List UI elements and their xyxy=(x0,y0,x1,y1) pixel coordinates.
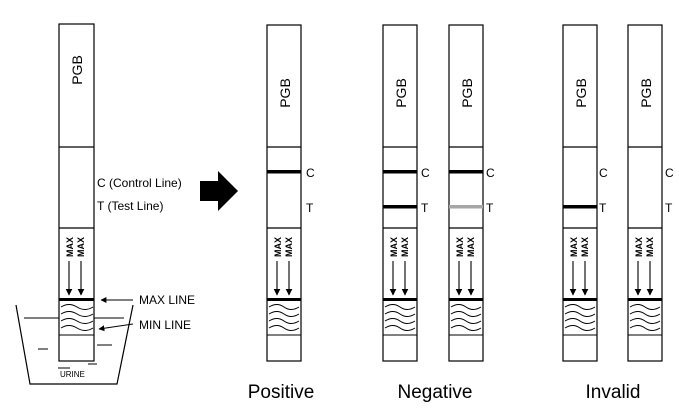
c-marker: C xyxy=(421,166,430,180)
max-line-label: MAX LINE xyxy=(139,293,195,307)
max-label-right: MAX xyxy=(76,237,86,257)
t-marker: T xyxy=(599,201,607,215)
caption-negative: Negative xyxy=(398,382,473,403)
strip-brand-label: PGB xyxy=(638,78,654,108)
urine-cup xyxy=(15,304,134,385)
t-marker: T xyxy=(306,201,314,215)
c-marker: C xyxy=(306,166,315,180)
test-line-mark xyxy=(563,205,597,209)
t-marker: T xyxy=(421,201,429,215)
max-label-right: MAX xyxy=(580,237,590,257)
max-label-left: MAX xyxy=(634,237,644,257)
control-line-mark xyxy=(267,170,301,174)
c-marker: C xyxy=(665,166,674,180)
max-label-left: MAX xyxy=(273,237,283,257)
max-line-bar xyxy=(59,298,94,301)
dipped-strip: PGB MAX MAX URINE xyxy=(58,23,95,379)
test-line-label: T (Test Line) xyxy=(97,199,163,213)
urine-label: URINE xyxy=(60,370,85,379)
strip-brand-label: PGB xyxy=(393,78,409,108)
max-label-right: MAX xyxy=(645,237,655,257)
strip-brand-label: PGB xyxy=(459,78,475,108)
strip-positive: PGB C T MAX MAX xyxy=(266,24,315,362)
dip-illustration: PGB MAX MAX URINE C (Control Line) T (Te… xyxy=(15,23,195,385)
test-line-mark xyxy=(383,205,417,209)
result-strips: PGB C T MAX MAX PGB C T MAX MAX xyxy=(266,24,674,362)
min-line-label: MIN LINE xyxy=(139,318,191,332)
strip-brand-label: PGB xyxy=(69,55,85,85)
max-label-left: MAX xyxy=(569,237,579,257)
c-marker: C xyxy=(486,166,495,180)
max-label-right: MAX xyxy=(400,237,410,257)
max-label-right: MAX xyxy=(466,237,476,257)
min-line-pointer xyxy=(98,323,134,332)
caption-invalid: Invalid xyxy=(586,382,641,403)
absorbent-wave xyxy=(60,304,94,331)
right-arrow-icon xyxy=(200,171,238,211)
max-label-left: MAX xyxy=(65,237,75,257)
test-line-mark-faint xyxy=(449,205,483,209)
strip-invalid-1: PGB C T MAX MAX xyxy=(562,24,608,362)
strip-brand-label: PGB xyxy=(277,78,293,108)
strip-brand-label: PGB xyxy=(573,78,589,108)
strip-invalid-2: PGB C T MAX MAX xyxy=(627,24,674,362)
max-label-right: MAX xyxy=(284,237,294,257)
control-line-mark xyxy=(449,170,483,174)
strip-negative-1: PGB C T MAX MAX xyxy=(382,24,430,362)
caption-positive: Positive xyxy=(248,382,315,403)
c-marker: C xyxy=(599,166,608,180)
max-label-left: MAX xyxy=(389,237,399,257)
max-label-left: MAX xyxy=(455,237,465,257)
t-marker: T xyxy=(665,201,673,215)
control-line-mark xyxy=(383,170,417,174)
t-marker: T xyxy=(486,201,494,215)
strip-negative-2: PGB C T MAX MAX xyxy=(448,24,495,362)
control-line-label: C (Control Line) xyxy=(97,176,182,190)
